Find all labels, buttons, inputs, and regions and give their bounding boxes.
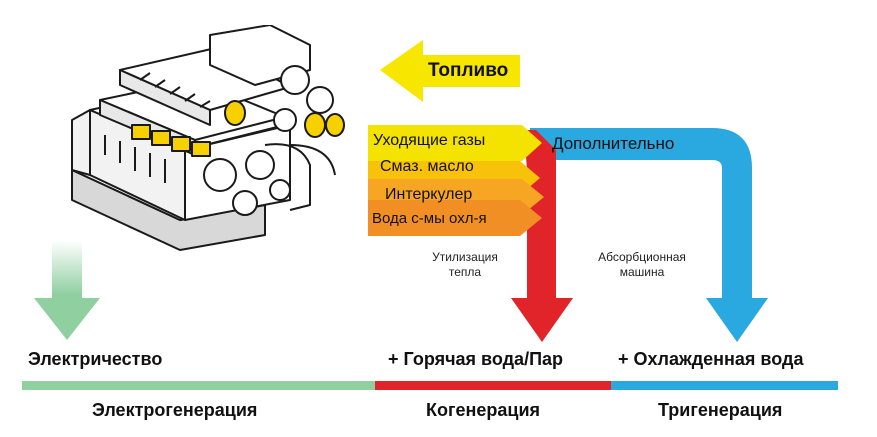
cogeneration-bar — [375, 381, 611, 390]
fuel-label: Топливо — [428, 60, 509, 81]
absorption-line1: Абсорбционная — [598, 250, 686, 264]
intercooler-label: Интеркулер — [385, 186, 473, 203]
heat-recovery-line2: тепла — [448, 265, 482, 279]
cogeneration-label: Когенерация — [426, 400, 541, 420]
absorption-line2: машина — [619, 265, 665, 279]
trigeneration-label: Тригенерация — [658, 400, 783, 420]
heat-recovery-arrow — [511, 130, 573, 342]
electricity-output-label: Электричество — [28, 349, 163, 369]
hot-water-output-label: + Горячая вода/Пар — [388, 349, 564, 369]
electricity-arrow — [34, 240, 100, 340]
additional-label: Дополнительно — [552, 134, 675, 153]
cooling-water-label: Вода с-мы охл-я — [372, 210, 487, 227]
electrogeneration-label: Электрогенерация — [92, 400, 258, 420]
chilled-water-output-label: + Охлажденная вода — [618, 349, 804, 369]
heat-recovery-label: Утилизация тепла — [418, 250, 512, 280]
cooling-water-arrow — [368, 200, 542, 236]
additional-arrow — [530, 128, 768, 342]
heat-recovery-line1: Утилизация — [432, 250, 498, 264]
exhaust-gas-label: Уходящие газы — [373, 132, 486, 149]
fuel-arrow — [380, 40, 520, 102]
absorption-label: Абсорбционная машина — [586, 250, 698, 280]
trigeneration-bar — [611, 381, 838, 390]
lube-oil-label: Смаз. масло — [380, 158, 474, 175]
electrogeneration-bar — [22, 381, 375, 390]
gas-engine-icon — [71, 25, 345, 251]
exhaust-gas-arrow — [368, 125, 542, 161]
